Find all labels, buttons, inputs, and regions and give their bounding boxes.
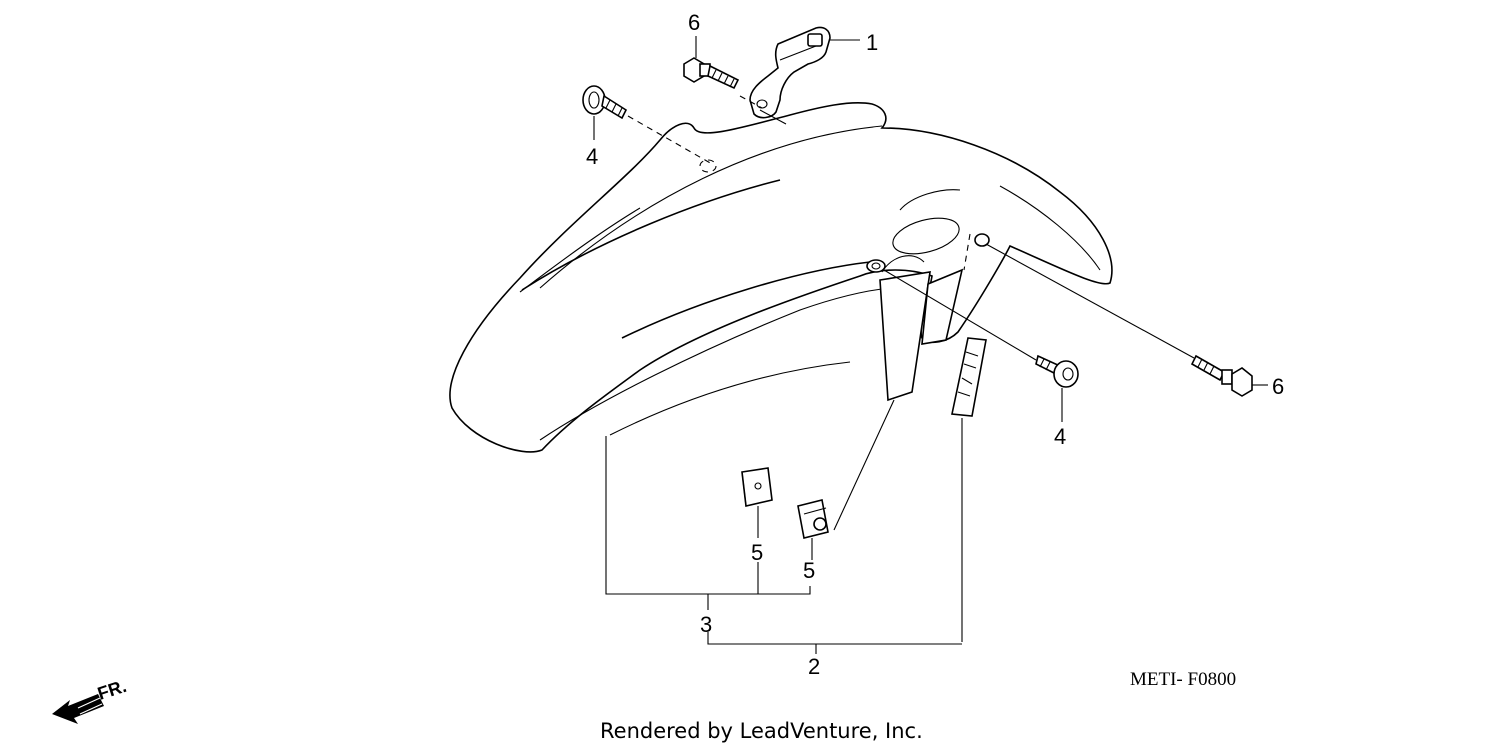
callout-4-right: 4	[1054, 424, 1066, 449]
part-5-nut-left[interactable]	[741, 467, 773, 538]
callout-1: 1	[866, 30, 878, 55]
part-4-screw-left[interactable]	[582, 85, 628, 140]
callout-5-right: 5	[803, 558, 815, 583]
front-arrow-icon	[52, 694, 104, 724]
fender-stay[interactable]	[866, 233, 990, 402]
part-6-bolt-right[interactable]	[1190, 354, 1268, 397]
callout-4-left: 4	[586, 144, 598, 169]
part-5-nut-right[interactable]	[797, 499, 829, 560]
callout-2: 2	[808, 654, 820, 679]
part-1-bracket[interactable]	[749, 26, 860, 119]
part-6-bolt-top[interactable]	[683, 36, 740, 90]
render-credit: Rendered by LeadVenture, Inc.	[600, 719, 923, 743]
front-fender[interactable]	[449, 102, 1113, 453]
callout-5-left: 5	[751, 540, 763, 565]
callout-6-right: 6	[1272, 374, 1284, 399]
callout-3: 3	[700, 612, 712, 637]
leader-lines	[605, 95, 1195, 654]
diagram-code: METI- F0800	[1130, 669, 1236, 690]
callout-6-top: 6	[688, 10, 700, 35]
front-direction-label: FR.	[95, 676, 129, 704]
abs-emblem[interactable]	[951, 337, 987, 642]
part-4-screw-right[interactable]	[1035, 354, 1079, 422]
